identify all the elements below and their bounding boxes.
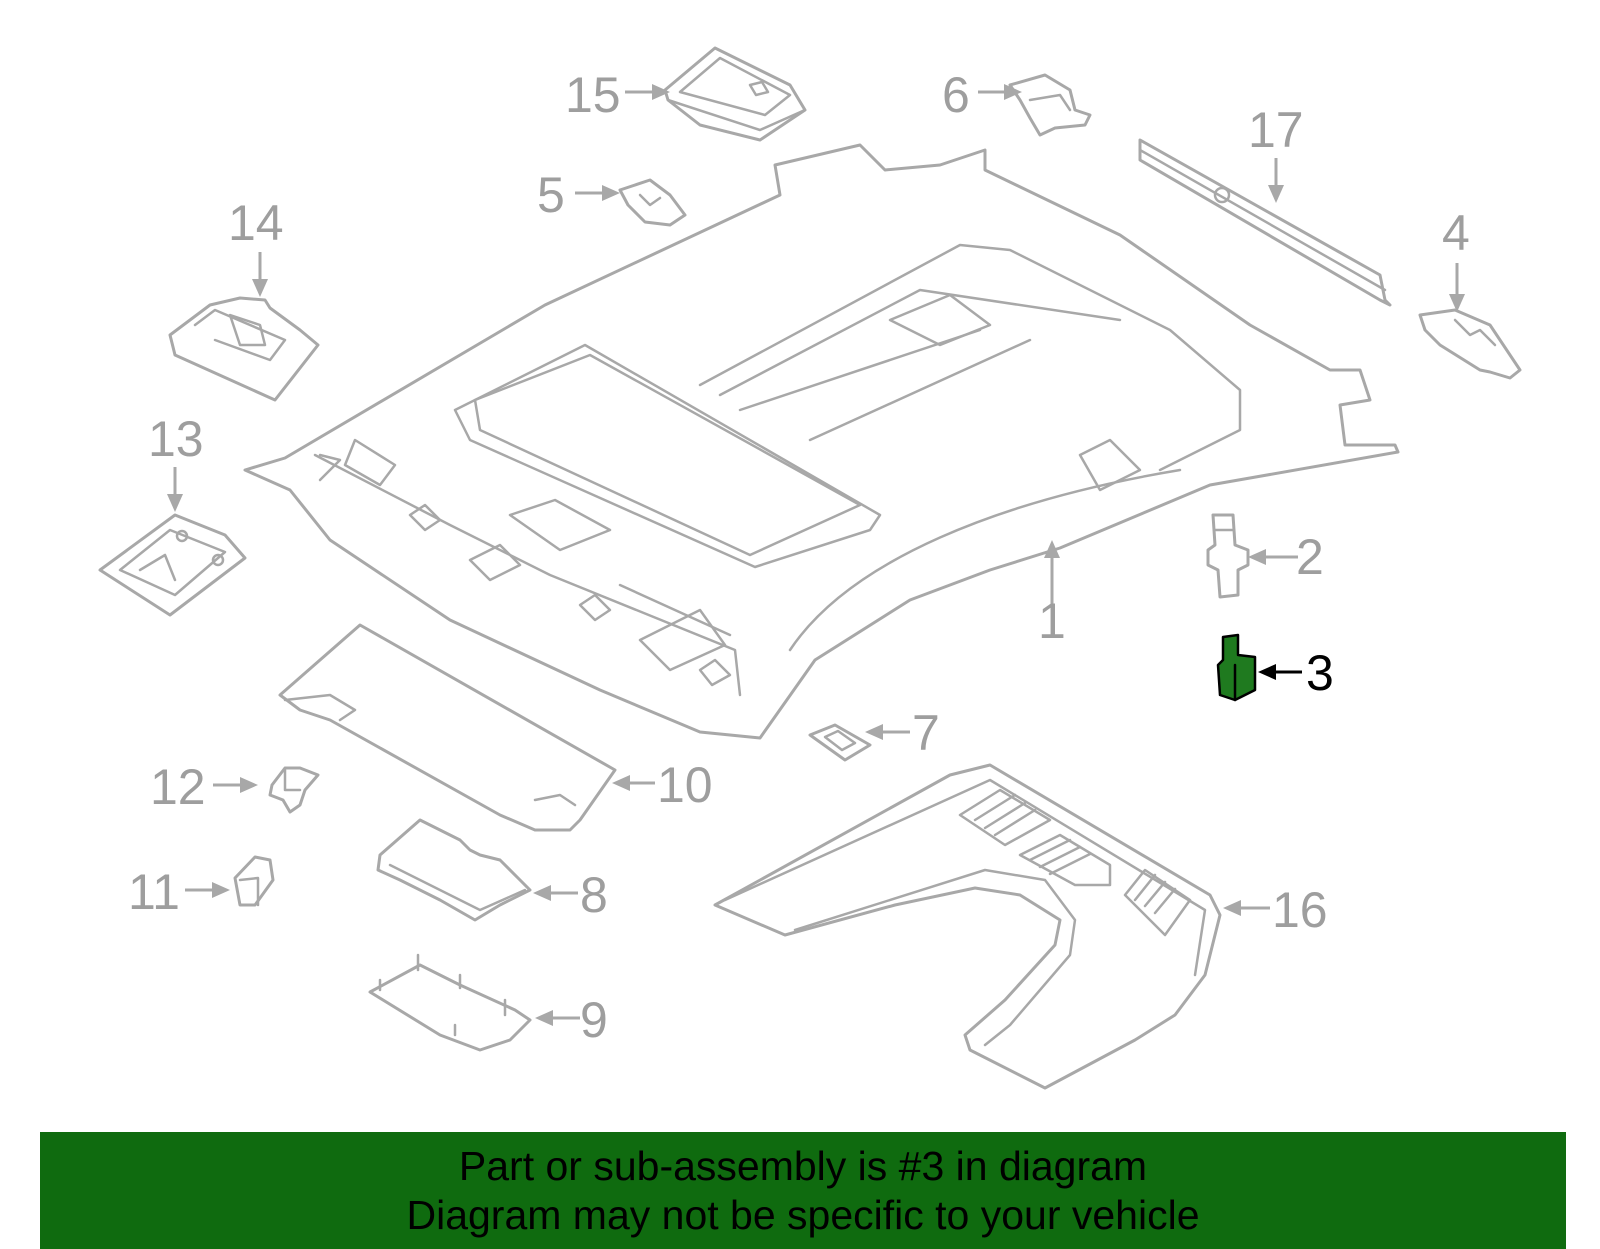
part-8-lamp[interactable] bbox=[376, 818, 532, 922]
svg-text:2: 2 bbox=[1296, 529, 1324, 585]
part-7-cover[interactable] bbox=[808, 723, 872, 762]
svg-text:8: 8 bbox=[580, 867, 608, 923]
svg-text:9: 9 bbox=[580, 992, 608, 1048]
svg-text:10: 10 bbox=[657, 757, 713, 813]
part-17-rail[interactable] bbox=[1138, 138, 1392, 307]
svg-text:16: 16 bbox=[1272, 882, 1328, 938]
svg-text:15: 15 bbox=[565, 67, 621, 123]
part-1-headliner[interactable] bbox=[243, 143, 1400, 740]
part-13-plate[interactable] bbox=[98, 513, 247, 617]
svg-text:4: 4 bbox=[1442, 205, 1470, 261]
callout-9: 9 bbox=[535, 992, 608, 1048]
callout-5: 5 bbox=[537, 167, 620, 223]
svg-text:6: 6 bbox=[942, 67, 970, 123]
callout-13: 13 bbox=[148, 411, 204, 512]
part-12-hook[interactable] bbox=[268, 766, 320, 814]
part-16-rear-trim[interactable] bbox=[713, 763, 1222, 1090]
part-3-clip-highlighted[interactable] bbox=[1216, 633, 1257, 702]
svg-text:5: 5 bbox=[537, 167, 565, 223]
svg-text:13: 13 bbox=[148, 411, 204, 467]
part-4-bracket[interactable] bbox=[1418, 308, 1522, 380]
svg-text:12: 12 bbox=[150, 759, 206, 815]
banner-line-part: Part or sub-assembly is #3 in diagram bbox=[458, 1143, 1148, 1189]
callout-10: 10 bbox=[612, 757, 713, 813]
callout-7: 7 bbox=[865, 705, 940, 761]
banner-line-disclaimer: Diagram may not be specific to your vehi… bbox=[406, 1192, 1200, 1238]
svg-text:7: 7 bbox=[912, 705, 940, 761]
callout-4: 4 bbox=[1442, 205, 1470, 312]
callout-6: 6 bbox=[942, 67, 1022, 123]
callout-14: 14 bbox=[228, 195, 284, 297]
callout-8: 8 bbox=[533, 867, 608, 923]
part-9-trim[interactable] bbox=[368, 953, 532, 1052]
part-5-bracket[interactable] bbox=[618, 178, 687, 227]
callout-2: 2 bbox=[1248, 529, 1324, 585]
info-banner: Part or sub-assembly is #3 in diagram Di… bbox=[40, 1132, 1566, 1249]
svg-text:17: 17 bbox=[1248, 102, 1304, 158]
callout-16: 16 bbox=[1223, 882, 1328, 938]
svg-text:3: 3 bbox=[1306, 645, 1334, 701]
callout-11: 11 bbox=[128, 864, 230, 920]
svg-text:1: 1 bbox=[1038, 593, 1066, 649]
part-14-lamp[interactable] bbox=[168, 296, 320, 402]
svg-text:11: 11 bbox=[128, 864, 180, 920]
part-2-clip[interactable] bbox=[1206, 513, 1250, 599]
callout-12: 12 bbox=[150, 759, 258, 815]
callout-1: 1 bbox=[1038, 540, 1066, 649]
part-15-console[interactable] bbox=[663, 46, 807, 142]
callout-17: 17 bbox=[1248, 102, 1304, 203]
part-6-bracket[interactable] bbox=[1008, 73, 1092, 137]
callout-15: 15 bbox=[565, 67, 670, 123]
callout-3: 3 bbox=[1258, 645, 1334, 701]
part-10-visor[interactable] bbox=[278, 623, 617, 832]
part-11-clip[interactable] bbox=[233, 855, 275, 907]
svg-text:14: 14 bbox=[228, 195, 284, 251]
